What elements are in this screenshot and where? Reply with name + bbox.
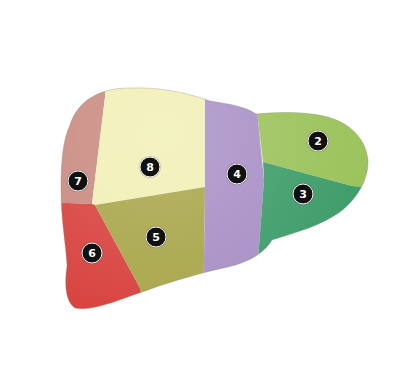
- callout-number: 6: [82, 243, 103, 264]
- callout-number: 2: [308, 131, 329, 152]
- callout-number: 4: [227, 164, 248, 185]
- callout-number: 7: [68, 171, 89, 192]
- callout-number: 5: [146, 227, 167, 248]
- callout-number: 8: [140, 157, 161, 178]
- callout-number: 3: [293, 184, 314, 205]
- liver-outline: [61, 88, 368, 309]
